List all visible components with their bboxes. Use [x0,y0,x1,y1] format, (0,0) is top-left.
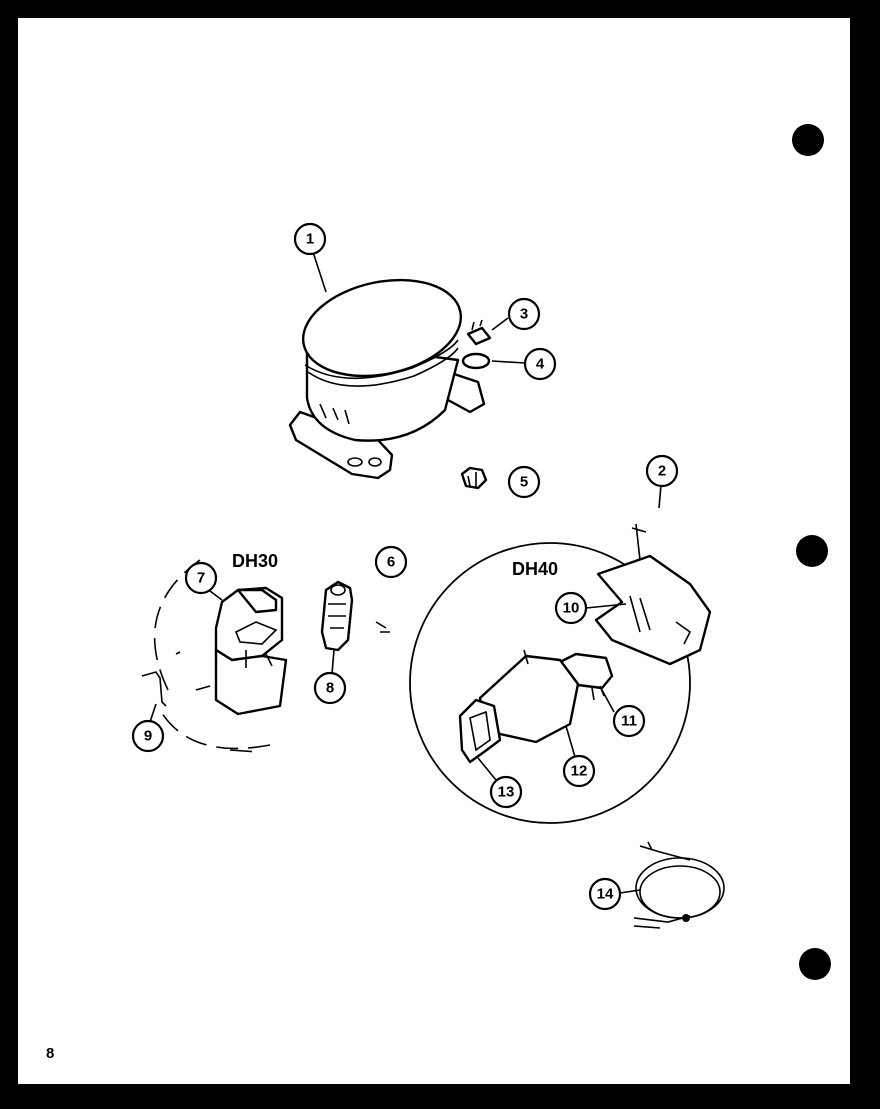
clip-drawing [141,651,211,707]
callout-8: 8 [313,671,347,705]
page-number: 8 [46,1045,54,1062]
compressor-drawing [288,278,486,480]
callout-10: 10 [554,591,588,625]
callout-4: 4 [523,347,557,381]
leader-line [491,317,509,331]
callout-9: 9 [131,719,165,753]
terminal-cover-drawing [458,649,580,764]
svg-text:10: 10 [563,600,580,617]
leader-line [658,484,662,509]
leader-line [149,703,157,723]
svg-text:11: 11 [621,713,637,730]
callout-14: 14 [588,877,622,911]
grommet-drawing [466,319,492,346]
leader-line [312,251,327,293]
leader-line [331,649,335,675]
callout-12: 12 [562,754,596,788]
svg-text:7: 7 [197,570,205,587]
dh40-group-outline [409,542,691,824]
callout-3: 3 [507,297,541,331]
relay-cover-drawing [214,586,288,716]
callout-1: 1 [293,222,327,256]
relay-drawing [320,580,390,652]
callout-11: 11 [612,704,646,738]
svg-text:3: 3 [520,306,528,323]
leader-line [601,689,615,713]
leader-line [477,757,497,781]
dh40-label: DH40 [512,559,558,579]
binder-hole-icon [792,124,824,156]
nut-drawing [460,466,488,490]
leader-line [491,360,526,364]
leader-line [565,725,576,758]
callout-13: 13 [489,775,523,809]
svg-text:13: 13 [498,784,515,801]
leader-line [585,603,627,609]
svg-text:2: 2 [658,463,666,480]
binder-hole-icon [796,535,828,567]
leader-line [619,889,641,894]
dh30-group-outline [153,559,271,753]
svg-text:12: 12 [571,763,588,780]
callout-7: 7 [184,561,218,595]
dh30-label: DH30 [232,551,278,571]
binder-hole-icon [799,948,831,980]
svg-text:6: 6 [387,554,395,571]
relay-bracket-drawing [594,523,712,666]
svg-text:5: 5 [520,474,528,491]
svg-text:1: 1 [306,231,314,248]
svg-text:14: 14 [597,886,614,903]
power-cord-drawing [633,841,725,929]
paper [18,18,850,1084]
svg-text:4: 4 [536,356,545,373]
svg-text:8: 8 [326,680,334,697]
callout-5: 5 [507,465,541,499]
callout-2: 2 [645,454,679,488]
svg-text:9: 9 [144,728,152,745]
callout-6: 6 [374,545,408,579]
washer-drawing [461,352,491,370]
